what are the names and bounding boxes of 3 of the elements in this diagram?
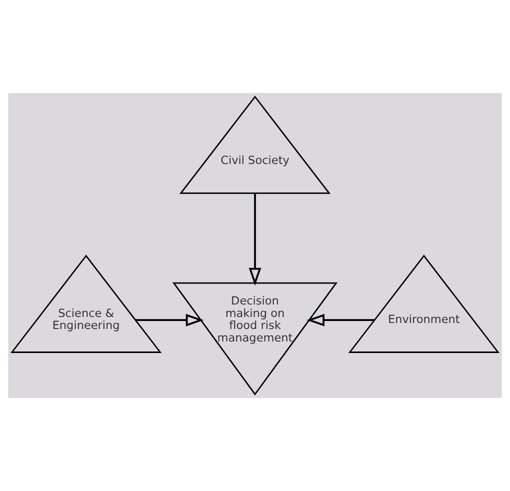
arrow bbox=[248, 193, 262, 286]
arrow bbox=[306, 314, 374, 326]
arrow bbox=[136, 314, 204, 326]
